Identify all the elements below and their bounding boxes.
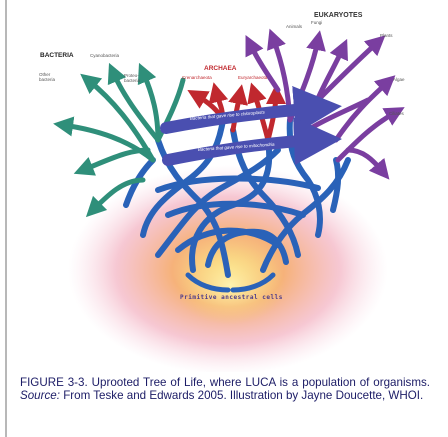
tree-of-life-diagram: EUKARYOTES BACTERIA ARCHAEA Animals Fung…	[18, 0, 442, 372]
group-label-archaea: ARCHAEA	[204, 65, 237, 72]
group-label-bacteria: BACTERIA	[40, 52, 74, 59]
branch-label-cyanobacteria: Cyanobacteria	[90, 53, 120, 58]
base-label-ancestral-cells: Primitive ancestral cells	[180, 294, 283, 301]
branch-label-other-bacteria: Other bacteria	[39, 72, 56, 82]
branch-label-fungi: Fungi	[311, 20, 323, 25]
tree-illustration	[53, 28, 405, 372]
branch-label-plants: Plants	[380, 33, 393, 38]
group-label-eukaryotes: EUKARYOTES	[314, 12, 363, 19]
caption-source-label: Source:	[20, 389, 60, 403]
figure-caption: FIGURE 3-3. Uprooted Tree of Life, where…	[20, 376, 430, 402]
branch-label-euryarchaeota: Euryarchaeota	[238, 75, 268, 80]
branch-label-algae: Algae	[393, 77, 405, 82]
branch-label-proteobacteria: Proteo-bacteria	[124, 73, 141, 83]
branch-label-animals: Animals	[286, 24, 303, 29]
ancestral-base	[185, 272, 276, 293]
transfer-ribbons	[160, 85, 342, 166]
caption-source-text: From Teske and Edwards 2005. Illustratio…	[63, 389, 424, 403]
page-margin-rule	[5, 0, 7, 437]
branch-label-crenarchaeota: Crenarchaeota	[182, 75, 212, 80]
ancestral-glow-core	[175, 245, 285, 325]
caption-lead: FIGURE 3-3. Uprooted Tree of Life, where…	[20, 376, 430, 389]
bacteria-branches	[53, 62, 186, 218]
branch-label-ciliates: Ciliates	[389, 111, 404, 116]
